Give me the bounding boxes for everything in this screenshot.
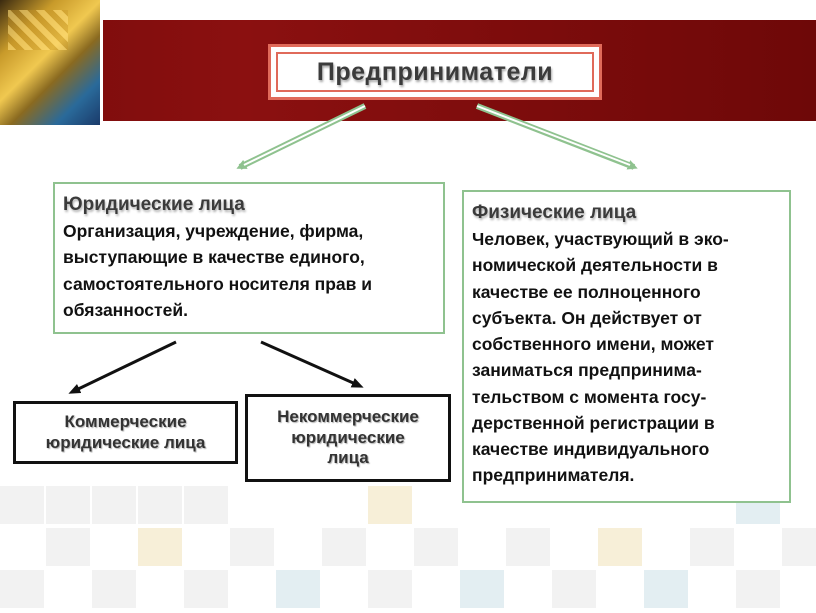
physical-line: предпринимателя. bbox=[472, 465, 635, 486]
noncommercial-entities-box: Некоммерческие юридические лица bbox=[245, 394, 451, 482]
legal-line: Организация, учреждение, фирма, bbox=[63, 221, 364, 241]
arrow-to-commercial bbox=[68, 340, 177, 394]
title-inner-frame bbox=[276, 52, 594, 92]
commercial-entities-box: Коммерческие юридические лица bbox=[13, 401, 238, 464]
diagram-title: Предприниматели bbox=[316, 57, 554, 86]
title-box: Предприниматели bbox=[268, 44, 602, 100]
physical-line: Человек, участвующий в эко- bbox=[472, 229, 729, 249]
physical-line: субъекта. Он действует от bbox=[472, 307, 702, 328]
legal-line: выступающие в качестве единого, bbox=[63, 247, 365, 268]
individuals-box: Физические лица Человек, участвующий в э… bbox=[462, 190, 791, 503]
physical-line: собственного имени, может bbox=[472, 334, 714, 354]
gold-bars-photo bbox=[0, 0, 103, 125]
noncommercial-line: юридические bbox=[291, 427, 405, 447]
physical-line: номической деятельности в bbox=[472, 255, 718, 276]
commercial-line: юридические лица bbox=[45, 432, 206, 452]
noncommercial-line: Некоммерческие bbox=[277, 407, 419, 427]
physical-line: качестве индивидуального bbox=[472, 439, 710, 459]
legal-entities-box: Юридические лица Организация, учреждение… bbox=[53, 182, 445, 334]
physical-line: дерственной регистрации в bbox=[472, 412, 715, 433]
individuals-description: Человек, участвующий в эко- номической д… bbox=[472, 226, 781, 489]
physical-line: качестве ее полноценного bbox=[472, 281, 701, 302]
legal-entities-heading: Юридические лица bbox=[63, 194, 245, 215]
noncommercial-line: лица bbox=[327, 448, 369, 468]
arrow-to-legal-inner bbox=[243, 105, 366, 166]
commercial-line: Коммерческие bbox=[64, 412, 187, 432]
arrow-to-noncommercial bbox=[260, 340, 364, 388]
individuals-heading: Физические лица bbox=[472, 202, 637, 223]
legal-line: обязанностей. bbox=[63, 299, 188, 320]
physical-line: заниматься предпринима- bbox=[472, 360, 702, 381]
physical-line: тельством с момента госу- bbox=[472, 386, 707, 407]
arrow-to-physical-inner bbox=[476, 105, 631, 166]
legal-entities-description: Организация, учреждение, фирма, выступаю… bbox=[63, 218, 435, 323]
legal-line: самостоятельного носителя прав и bbox=[63, 273, 373, 294]
